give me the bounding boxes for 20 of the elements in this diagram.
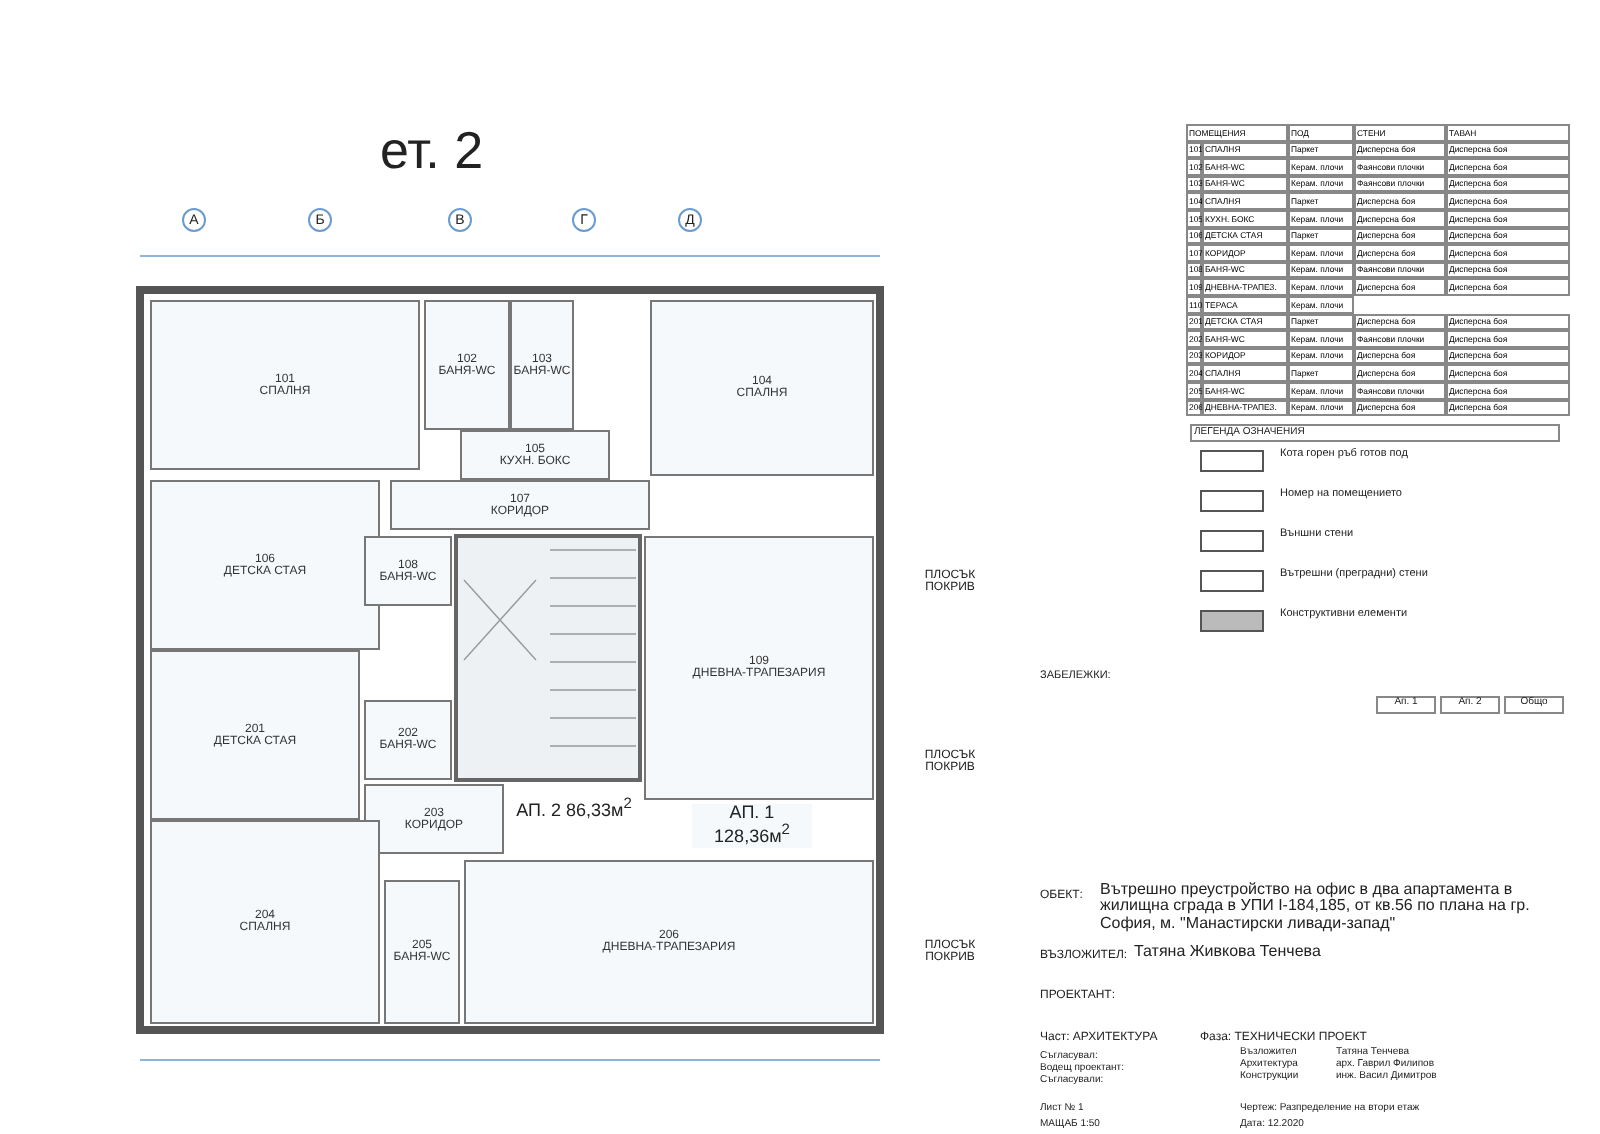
room-area [650, 300, 874, 476]
room-area [364, 784, 504, 854]
apartment-label: АП. 1 128,36м$^{2}$ [692, 804, 812, 848]
room-area [460, 430, 610, 480]
room-area [390, 480, 650, 530]
room-area [424, 300, 510, 430]
apartment-label: АП. 2 86,33м$^{2}$ [512, 796, 636, 821]
room-area [150, 480, 380, 650]
drawing-title: ет. 2 [380, 124, 484, 179]
room-area [150, 820, 380, 1024]
title-block-text: Татяна Живкова Тенчева [1134, 944, 1323, 961]
room-area [384, 880, 460, 1024]
room-area [644, 536, 874, 800]
room-area [150, 650, 360, 820]
room-area [364, 536, 452, 606]
room-area [510, 300, 574, 430]
title-block-text: Вътрешно преустройство на офис в два апартамента в жилищна сграда в УПИ I-184,185, от кв.56 по плана на гр. София, м. "Манастирски ливади-запад" [1100, 882, 1532, 933]
room-area [150, 300, 420, 470]
room-area [464, 860, 874, 1024]
room-area [364, 700, 452, 780]
